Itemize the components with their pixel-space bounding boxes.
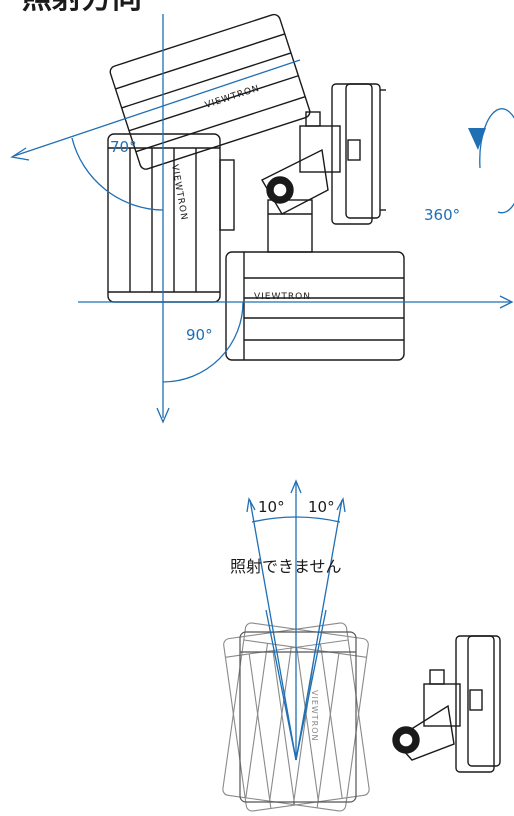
wall-bracket-lower (392, 635, 501, 773)
spread-guides (246, 479, 346, 761)
light-position-0deg (107, 133, 235, 303)
light-position-90deg (225, 251, 405, 361)
brand-label-vertical: VIEWTRON (169, 164, 189, 222)
wall-bracket (261, 83, 386, 253)
lower-diagram: VIEWTRON 10° 10° 照射できません (222, 479, 501, 812)
upper-diagram: VIEWTRON VIEWTRON VIEWTRON (10, 13, 514, 424)
angle-rotation: 360° (424, 206, 460, 224)
angle-spread-right: 10° (308, 498, 335, 516)
light-center (239, 631, 357, 803)
angle-tilt-down: 90° (186, 326, 213, 344)
no-illumination-note: 照射できません (230, 557, 342, 576)
light-position-70deg (109, 13, 311, 170)
light-ghost-right (223, 622, 370, 812)
angle-tilt-up: 70° (110, 138, 137, 156)
angle-spread-left: 10° (258, 498, 285, 516)
brand-label-horizontal: VIEWTRON (254, 292, 311, 302)
brand-label-lower: VIEWTRON (310, 690, 319, 742)
page-title: 可動範囲・照射方向 (0, 0, 142, 16)
rotation-arrow-icon (468, 128, 486, 150)
brand-label-tilted: VIEWTRON (204, 84, 261, 111)
angle-guides (10, 14, 514, 424)
